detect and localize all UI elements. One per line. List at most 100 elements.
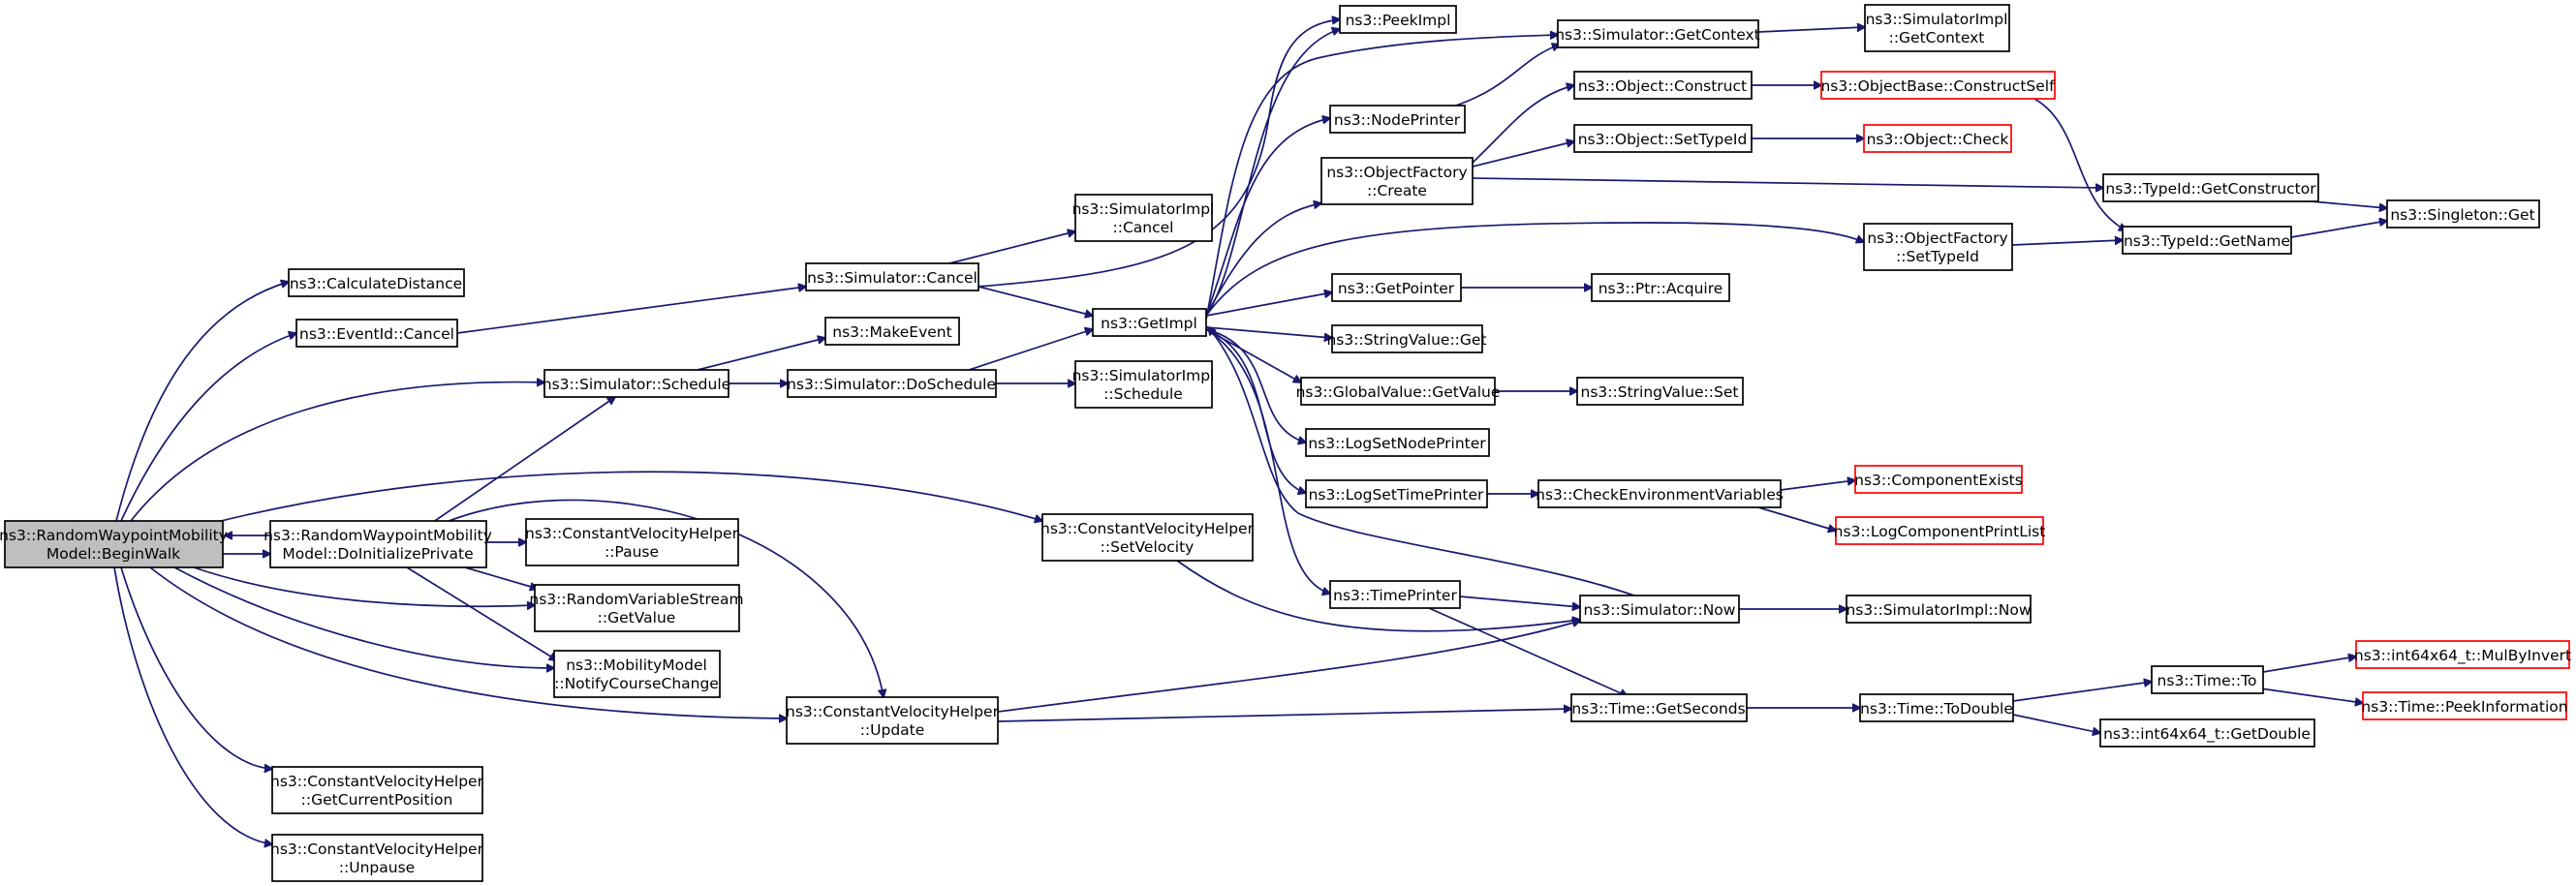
edge-constructself-tidgetname (2033, 98, 2126, 230)
node-mulbyinvert[interactable]: ns3::int64x64_t::MulByInvert (2354, 640, 2571, 669)
node-objconstruct[interactable]: ns3::Object::Construct (1573, 71, 1753, 100)
node-getdouble-line1: ns3::int64x64_t::GetDouble (2103, 725, 2311, 744)
edge-getimpl-timeprinter (1205, 328, 1330, 594)
node-timetodouble[interactable]: ns3::Time::ToDouble (1859, 693, 2014, 722)
node-getimpl-line1: ns3::GetImpl (1101, 315, 1197, 332)
node-rvsget-line1: ns3::RandomVariableStream (529, 591, 743, 608)
node-nodeprinter-line1: ns3::NodePrinter (1334, 111, 1461, 129)
node-schedule[interactable]: ns3::Simulator::Schedule (543, 369, 730, 398)
node-lognode[interactable]: ns3::LogSetNodePrinter (1305, 428, 1490, 457)
node-root-line1: ns3::RandomWaypointMobility (0, 527, 228, 544)
node-root[interactable]: ns3::RandomWaypointMobility Model::Begin… (0, 520, 228, 568)
node-doschedule[interactable]: ns3::Simulator::DoSchedule (787, 369, 997, 398)
node-checkenv[interactable]: ns3::CheckEnvironmentVariables (1536, 479, 1784, 508)
node-cvhpause[interactable]: ns3::ConstantVelocityHelper ::Pause (525, 518, 739, 566)
node-tidgetctor-line1: ns3::TypeId::GetConstructor (2105, 180, 2316, 198)
node-simimplgetctx[interactable]: ns3::SimulatorImpl ::GetContext (1864, 4, 2010, 52)
node-simgetctx[interactable]: ns3::Simulator::GetContext (1555, 19, 1760, 48)
nodes: ns3::RandomWaypointMobility Model::Begin… (0, 4, 2571, 882)
edge-eventcancel-simcancel (456, 287, 806, 334)
node-eventcancel[interactable]: ns3::EventId::Cancel (295, 319, 458, 348)
node-gvget[interactable]: ns3::GlobalValue::GetValue (1296, 377, 1501, 406)
node-setvel-line2: ::SetVelocity (1101, 538, 1195, 556)
node-cvhcur[interactable]: ns3::ConstantVelocityHelper ::GetCurrent… (270, 766, 484, 814)
node-objcheck[interactable]: ns3::Object::Check (1863, 124, 2012, 153)
node-notify[interactable]: ns3::MobilityModel ::NotifyCourseChange (553, 650, 721, 698)
node-simimplnow[interactable]: ns3::SimulatorImpl::Now (1846, 595, 2032, 624)
node-svset-line1: ns3::StringValue::Set (1581, 383, 1739, 401)
node-setvel[interactable]: ns3::ConstantVelocityHelper ::SetVelocit… (1040, 513, 1255, 562)
edge-doinit-notify (406, 566, 557, 660)
edge-simnow-getimpl (1208, 327, 1648, 601)
node-peekinfo[interactable]: ns3::Time::PeekInformation (2361, 691, 2568, 720)
node-eventcancel-line1: ns3::EventId::Cancel (299, 325, 454, 343)
node-notify-line1: ns3::MobilityModel (566, 657, 707, 674)
node-simimplcancel[interactable]: ns3::SimulatorImpl ::Cancel (1072, 194, 1215, 242)
node-getpointer[interactable]: ns3::GetPointer (1331, 273, 1462, 302)
node-getimpl[interactable]: ns3::GetImpl (1092, 308, 1207, 337)
node-logprint[interactable]: ns3::LogComponentPrintList (1834, 516, 2046, 545)
node-ofcreate-line1: ns3::ObjectFactory (1326, 164, 1467, 181)
node-getdouble[interactable]: ns3::int64x64_t::GetDouble (2099, 718, 2315, 748)
node-svget[interactable]: ns3::StringValue::Get (1326, 324, 1487, 353)
node-simimplcancel-line1: ns3::SimulatorImpl (1072, 200, 1215, 218)
edge-ofcreate-objsettid (1472, 141, 1574, 168)
edge-checkenv-compexists (1780, 480, 1855, 491)
node-tidgetctor[interactable]: ns3::TypeId::GetConstructor (2102, 173, 2319, 202)
node-constructself[interactable]: ns3::ObjectBase::ConstructSelf (1820, 71, 2056, 100)
edges (113, 19, 2387, 844)
node-simimplsched[interactable]: ns3::SimulatorImpl ::Schedule (1072, 360, 1215, 409)
node-makeevent[interactable]: ns3::MakeEvent (824, 317, 960, 346)
node-cvhunpause[interactable]: ns3::ConstantVelocityHelper ::Unpause (270, 834, 484, 882)
edge-getimpl-lognode (1205, 328, 1306, 443)
node-svset[interactable]: ns3::StringValue::Set (1576, 377, 1744, 406)
node-nodeprinter[interactable]: ns3::NodePrinter (1329, 105, 1466, 134)
node-ofsettid-line1: ns3::ObjectFactory (1867, 229, 2007, 247)
node-cvhunpause-line2: ::Unpause (339, 859, 415, 876)
node-timeprinter-line1: ns3::TimePrinter (1333, 587, 1457, 604)
node-ofsettid-line2: ::SetTypeId (1896, 248, 1979, 265)
node-compexists[interactable]: ns3::ComponentExists (1854, 465, 2023, 494)
node-simimplnow-line1: ns3::SimulatorImpl::Now (1846, 601, 2031, 619)
node-simimplcancel-line2: ::Cancel (1113, 219, 1174, 236)
node-rvsget[interactable]: ns3::RandomVariableStream ::GetValue (529, 584, 744, 632)
node-timeto-line1: ns3::Time::To (2157, 672, 2257, 689)
node-doinit-line2: Model::DoInitializePrivate (282, 545, 473, 563)
edge-root-eventcancel (120, 333, 296, 522)
edge-timetodouble-timeto (2012, 682, 2152, 702)
edge-root-cvhupdate (149, 566, 787, 718)
node-tidgetname[interactable]: ns3::TypeId::GetName (2122, 226, 2292, 255)
node-constructself-line1: ns3::ObjectBase::ConstructSelf (1820, 77, 2055, 95)
node-logtime-line1: ns3::LogSetTimePrinter (1309, 486, 1484, 504)
node-simimplgetctx-line1: ns3::SimulatorImpl (1866, 11, 2008, 28)
edge-cvhupdate-timegetsec (997, 709, 1571, 722)
node-simnow[interactable]: ns3::Simulator::Now (1579, 595, 1740, 624)
edge-root-setvel (212, 471, 1042, 524)
node-timegetsec[interactable]: ns3::Time::GetSeconds (1570, 693, 1748, 722)
node-ofcreate[interactable]: ns3::ObjectFactory ::Create (1320, 157, 1474, 205)
node-calcdist[interactable]: ns3::CalculateDistance (288, 268, 465, 297)
node-peekinfo-line1: ns3::Time::PeekInformation (2361, 698, 2567, 716)
node-doinit[interactable]: ns3::RandomWaypointMobility Model::DoIni… (264, 520, 492, 568)
edge-getimpl-ofcreate (1205, 203, 1321, 317)
node-ptracquire[interactable]: ns3::Ptr::Acquire (1591, 273, 1730, 302)
node-timeprinter[interactable]: ns3::TimePrinter (1329, 580, 1461, 609)
node-logtime[interactable]: ns3::LogSetTimePrinter (1305, 479, 1488, 508)
node-ofsettid[interactable]: ns3::ObjectFactory ::SetTypeId (1863, 223, 2013, 271)
node-peekimpl[interactable]: ns3::PeekImpl (1339, 5, 1457, 34)
edge-simcancel-peekimpl (978, 19, 1340, 288)
node-cvhpause-line1: ns3::ConstantVelocityHelper (525, 525, 739, 542)
node-timeto[interactable]: ns3::Time::To (2151, 665, 2264, 694)
node-simcancel[interactable]: ns3::Simulator::Cancel (805, 262, 979, 291)
edge-nodeprinter-simgetctx (1452, 45, 1560, 107)
node-singletonget[interactable]: ns3::Singleton::Get (2386, 199, 2540, 229)
node-objsettid[interactable]: ns3::Object::SetTypeId (1573, 124, 1753, 153)
edge-getimpl-ofsettid (1205, 222, 1864, 317)
node-compexists-line1: ns3::ComponentExists (1854, 472, 2023, 489)
node-cvhupdate[interactable]: ns3::ConstantVelocityHelper ::Update (786, 696, 1000, 745)
edge-getimpl-getpointer (1205, 292, 1332, 317)
node-schedule-line1: ns3::Simulator::Schedule (543, 376, 730, 393)
edge-doschedule-getimpl (968, 329, 1093, 371)
edge-getimpl-logtime (1205, 328, 1306, 493)
node-ofcreate-line2: ::Create (1367, 182, 1427, 199)
